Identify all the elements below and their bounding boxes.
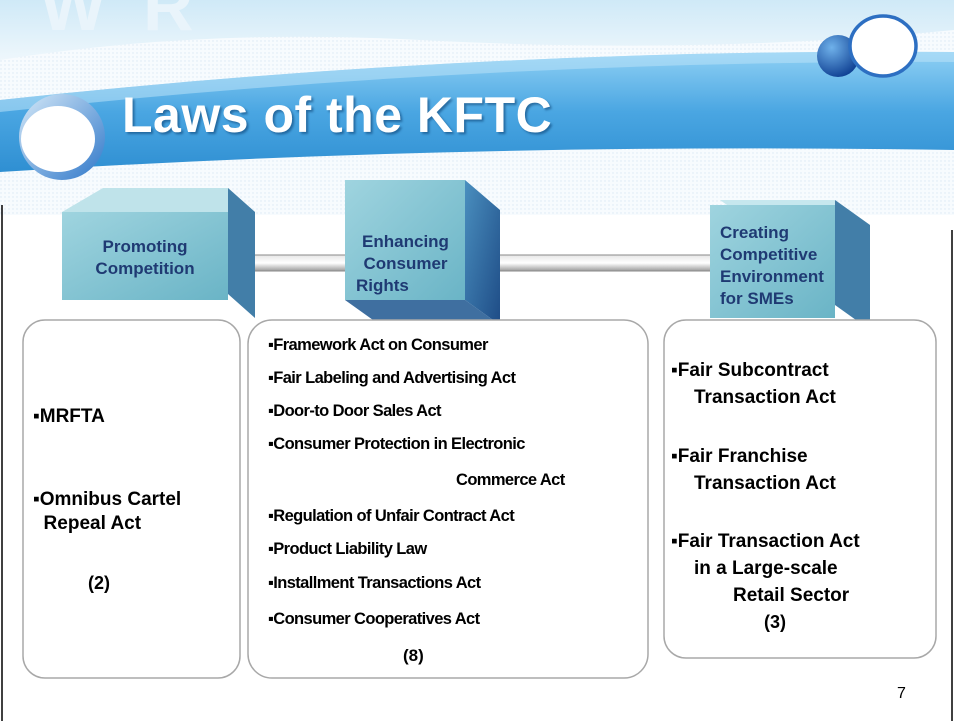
law-item: ▪Fair Subcontract [671, 360, 829, 381]
law-item: ▪Omnibus Cartel Repeal Act [33, 489, 182, 534]
cube-label-creating-competitive-environment: Creating Competitive Environment for SME… [720, 222, 840, 310]
law-count: (2) [88, 573, 110, 593]
cube-label-line: Competitive [720, 245, 818, 264]
law-item-continued: Transaction Act [694, 387, 836, 408]
box-enhancing-consumer-rights [247, 319, 649, 679]
left-ring-inner [21, 106, 95, 172]
cube-promoting-competition [62, 188, 255, 318]
cube-label-enhancing-consumer-rights: Enhancing Consumer Rights [348, 231, 463, 297]
cube-creating-competitive-environment [710, 200, 870, 330]
cube-label-line: for SMEs [720, 289, 794, 308]
law-count: (8) [403, 646, 424, 665]
cube-label-line: Enhancing [362, 232, 449, 251]
law-item-continued: in a Large-scale [694, 558, 838, 579]
cube-label-line: Environment [720, 267, 824, 286]
law-item: ▪Consumer Cooperatives Act [268, 610, 480, 628]
law-item: ▪Fair Transaction Act [671, 531, 860, 552]
law-item: ▪Consumer Protection in Electronic [268, 435, 525, 453]
law-item-continued: Transaction Act [694, 473, 836, 494]
watermark-letters: W R [40, 0, 194, 45]
cube-label-line: Consumer [363, 254, 448, 273]
law-item: ▪Door-to Door Sales Act [268, 402, 442, 420]
law-item: ▪Regulation of Unfair Contract Act [268, 507, 515, 525]
law-item-continued: Commerce Act [456, 471, 565, 489]
law-item: ▪Fair Labeling and Advertising Act [268, 369, 516, 387]
law-item: ▪MRFTA [33, 406, 105, 427]
slide-title: Laws of the KFTC [122, 87, 553, 143]
law-item-continued: Retail Sector [733, 585, 850, 606]
box-creating-competitive-environment [663, 319, 937, 659]
law-item: ▪Fair Franchise [671, 446, 808, 467]
page-number: 7 [897, 685, 906, 702]
law-item: ▪Installment Transactions Act [268, 574, 481, 592]
box-promoting-competition [22, 319, 241, 679]
law-count: (3) [764, 612, 786, 632]
cube-enhancing-consumer-rights [345, 180, 500, 325]
cube-label-line: Creating [720, 223, 789, 242]
cube-label-line: Rights [356, 276, 409, 295]
law-item: ▪Framework Act on Consumer [268, 336, 488, 354]
white-ring-decoration [848, 14, 918, 78]
law-item: ▪Product Liability Law [268, 540, 427, 558]
header-wave [0, 0, 954, 60]
cube-label-line: Promoting [102, 237, 188, 256]
cube-label-line: Competition [95, 259, 195, 278]
cube-label-promoting-competition: Promoting Competition [65, 236, 225, 280]
